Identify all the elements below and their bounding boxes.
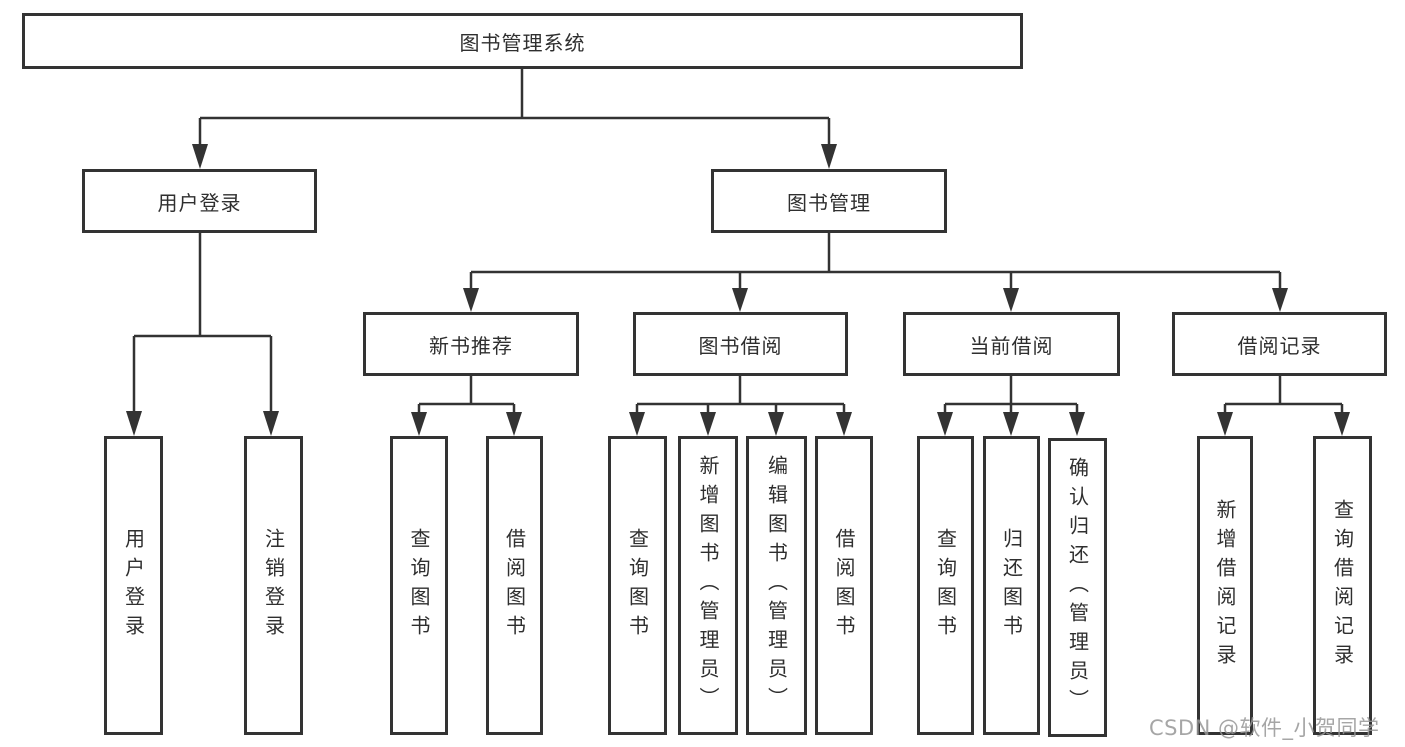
node-new-book-recommend: 新书推荐: [363, 312, 579, 376]
leaf-query-borrow-record-label: 查询借阅记录: [1330, 498, 1355, 673]
leaf-add-borrow-record: 新增借阅记录: [1197, 436, 1253, 735]
leaf-query-books-3-label: 查询图书: [933, 527, 958, 644]
node-new-book-recommend-label: 新书推荐: [429, 333, 513, 358]
node-book-management-label: 图书管理: [787, 190, 871, 215]
leaf-user-login-label: 用户登录: [121, 527, 146, 644]
node-current-borrowing: 当前借阅: [903, 312, 1120, 376]
leaf-return-books: 归还图书: [983, 436, 1040, 735]
node-borrow-records: 借阅记录: [1172, 312, 1387, 376]
leaf-query-books-1: 查询图书: [390, 436, 448, 735]
leaf-borrow-books-2-label: 借阅图书: [832, 527, 856, 644]
leaf-query-books-3: 查询图书: [917, 436, 974, 735]
node-book-management: 图书管理: [711, 169, 947, 233]
leaf-add-books-admin-label: 新增图书（管理员）: [696, 455, 720, 716]
node-user-login-label: 用户登录: [157, 190, 242, 215]
node-root-label: 图书管理系统: [459, 30, 586, 55]
node-book-borrowing: 图书借阅: [633, 312, 848, 376]
csdn-watermark: CSDN @软件_小贺同学: [1149, 716, 1380, 740]
leaf-query-borrow-record: 查询借阅记录: [1313, 436, 1372, 735]
leaf-logout-label: 注销登录: [261, 527, 286, 644]
leaf-return-books-label: 归还图书: [999, 527, 1024, 644]
leaf-edit-books-admin: 编辑图书（管理员）: [746, 436, 807, 735]
leaf-edit-books-admin-label: 编辑图书（管理员）: [764, 455, 789, 716]
node-user-login: 用户登录: [82, 169, 317, 233]
leaf-query-books-2: 查询图书: [608, 436, 667, 735]
leaf-user-login: 用户登录: [104, 436, 163, 735]
arrowheads: [126, 144, 1350, 436]
leaf-borrow-books-1-label: 借阅图书: [502, 527, 527, 644]
leaf-add-books-admin: 新增图书（管理员）: [678, 436, 738, 735]
node-root: 图书管理系统: [22, 13, 1023, 69]
node-current-borrowing-label: 当前借阅: [969, 333, 1054, 358]
leaf-query-books-2-label: 查询图书: [625, 527, 650, 644]
leaf-borrow-books-1: 借阅图书: [486, 436, 543, 735]
leaf-borrow-books-2: 借阅图书: [815, 436, 873, 735]
node-borrow-records-label: 借阅记录: [1237, 333, 1322, 358]
node-book-borrowing-label: 图书借阅: [698, 333, 783, 358]
leaf-logout: 注销登录: [244, 436, 303, 735]
leaf-confirm-return-admin: 确认归还（管理员）: [1048, 438, 1107, 737]
leaf-confirm-return-admin-label: 确认归还（管理员）: [1065, 457, 1090, 718]
leaf-add-borrow-record-label: 新增借阅记录: [1213, 498, 1237, 673]
leaf-query-books-1-label: 查询图书: [407, 527, 431, 644]
